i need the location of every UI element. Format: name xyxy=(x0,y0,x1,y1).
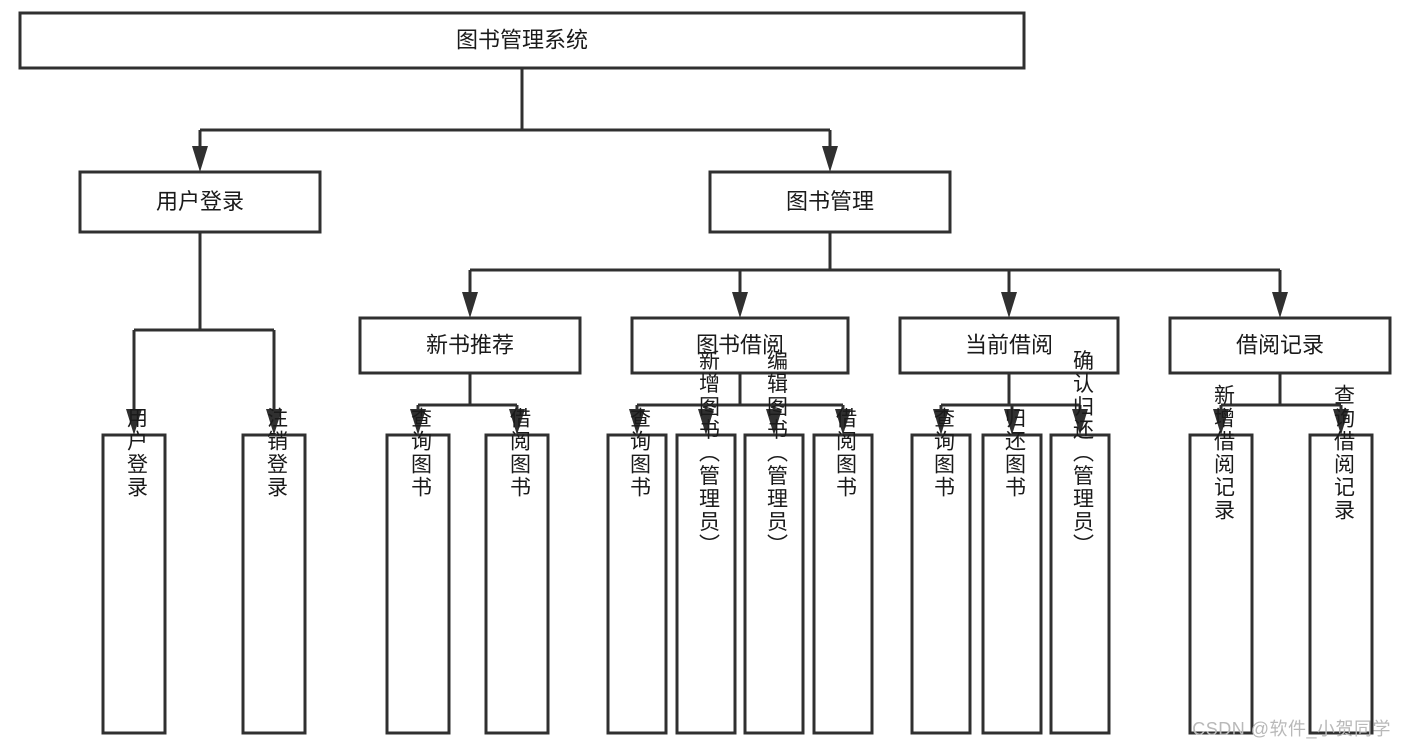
edge-group-book-borrow xyxy=(629,373,851,435)
node-label: 借阅图书 xyxy=(507,407,531,499)
node-box[interactable] xyxy=(675,433,737,735)
node-leaf-add-record[interactable]: 新增借阅记录 xyxy=(1188,384,1254,735)
node-label: 编辑图书（管理员） xyxy=(764,350,788,557)
node-label: 借阅图书 xyxy=(833,407,857,499)
node-current-borrow[interactable]: 当前借阅 xyxy=(898,316,1120,375)
node-box[interactable] xyxy=(1188,433,1254,735)
node-box[interactable] xyxy=(385,433,451,735)
node-label: 用户登录 xyxy=(124,407,148,499)
arrow-head-icon xyxy=(266,409,282,435)
edge-group-user-login xyxy=(126,232,282,435)
arrow-head-icon xyxy=(629,409,645,435)
arrow-head-icon xyxy=(822,146,838,172)
node-leaf-query-book-1[interactable]: 查询图书 xyxy=(385,407,451,735)
arrow-head-icon xyxy=(410,409,426,435)
node-box[interactable] xyxy=(898,316,1120,375)
node-box[interactable] xyxy=(708,170,952,234)
arrow-head-icon xyxy=(1333,409,1349,435)
node-new-book-rec[interactable]: 新书推荐 xyxy=(358,316,582,375)
node-label: 图书管理 xyxy=(786,189,874,214)
arrow-head-icon xyxy=(1272,292,1288,318)
node-leaf-edit-book[interactable]: 编辑图书（管理员） xyxy=(743,350,805,735)
edge-group-root xyxy=(192,68,838,172)
node-box[interactable] xyxy=(812,433,874,735)
node-label: 新书推荐 xyxy=(426,332,514,357)
node-label: 借阅记录 xyxy=(1236,332,1324,357)
node-label: 查询借阅记录 xyxy=(1331,384,1355,522)
arrow-head-icon xyxy=(933,409,949,435)
node-box[interactable] xyxy=(910,433,972,735)
arrow-head-icon xyxy=(462,292,478,318)
node-box[interactable] xyxy=(630,316,850,375)
node-leaf-return-book[interactable]: 归还图书 xyxy=(981,407,1043,735)
node-box[interactable] xyxy=(358,316,582,375)
node-box[interactable] xyxy=(78,170,322,234)
edge-group-new-book-rec xyxy=(410,373,525,435)
node-label: 查询图书 xyxy=(627,407,651,499)
arrow-head-icon xyxy=(1213,409,1229,435)
edge-group-book-manage xyxy=(462,232,1288,318)
node-label: 新增借阅记录 xyxy=(1211,384,1235,522)
node-box[interactable] xyxy=(18,11,1026,70)
arrow-head-icon xyxy=(698,409,714,435)
node-book-borrow[interactable]: 图书借阅 xyxy=(630,316,850,375)
arrow-head-icon xyxy=(766,409,782,435)
node-leaf-confirm-return[interactable]: 确认归还（管理员） xyxy=(1049,350,1111,735)
node-root[interactable]: 图书管理系统 xyxy=(18,11,1026,70)
node-box[interactable] xyxy=(606,433,668,735)
node-leaf-borrow-book-2[interactable]: 借阅图书 xyxy=(812,407,874,735)
edge-group-current-borrow xyxy=(933,373,1088,435)
node-label: 用户登录 xyxy=(156,189,244,214)
node-label: 当前借阅 xyxy=(965,332,1053,357)
node-leaf-user-login[interactable]: 用户登录 xyxy=(101,407,167,735)
nodes-layer: 图书管理系统用户登录图书管理新书推荐图书借阅当前借阅借阅记录用户登录注销登录查询… xyxy=(18,11,1392,735)
arrow-head-icon xyxy=(1004,409,1020,435)
node-leaf-query-record[interactable]: 查询借阅记录 xyxy=(1308,384,1374,735)
node-box[interactable] xyxy=(1168,316,1392,375)
node-box[interactable] xyxy=(241,433,307,735)
node-label: 图书借阅 xyxy=(696,332,784,357)
arrow-head-icon xyxy=(1001,292,1017,318)
node-label: 新增图书（管理员） xyxy=(696,350,720,557)
node-leaf-query-book-2[interactable]: 查询图书 xyxy=(606,407,668,735)
edge-group-borrow-record xyxy=(1213,373,1349,435)
node-box[interactable] xyxy=(743,433,805,735)
node-book-manage[interactable]: 图书管理 xyxy=(708,170,952,234)
node-leaf-borrow-book-1[interactable]: 借阅图书 xyxy=(484,407,550,735)
arrow-head-icon xyxy=(1072,409,1088,435)
arrow-head-icon xyxy=(192,146,208,172)
node-label: 查询图书 xyxy=(408,407,432,499)
node-box[interactable] xyxy=(101,433,167,735)
node-label: 确认归还（管理员） xyxy=(1070,350,1094,557)
arrow-head-icon xyxy=(509,409,525,435)
arrow-head-icon xyxy=(835,409,851,435)
node-box[interactable] xyxy=(1049,433,1111,735)
node-label: 归还图书 xyxy=(1002,407,1026,499)
arrow-head-icon xyxy=(126,409,142,435)
node-leaf-user-logout[interactable]: 注销登录 xyxy=(241,407,307,735)
node-borrow-record[interactable]: 借阅记录 xyxy=(1168,316,1392,375)
arrow-head-icon xyxy=(732,292,748,318)
node-label: 注销登录 xyxy=(264,407,288,499)
node-box[interactable] xyxy=(981,433,1043,735)
edges-layer xyxy=(126,68,1349,435)
node-label: 查询图书 xyxy=(931,407,955,499)
node-leaf-query-book-3[interactable]: 查询图书 xyxy=(910,407,972,735)
node-label: 图书管理系统 xyxy=(456,27,588,52)
node-user-login[interactable]: 用户登录 xyxy=(78,170,322,234)
node-box[interactable] xyxy=(1308,433,1374,735)
node-box[interactable] xyxy=(484,433,550,735)
node-leaf-add-book[interactable]: 新增图书（管理员） xyxy=(675,350,737,735)
